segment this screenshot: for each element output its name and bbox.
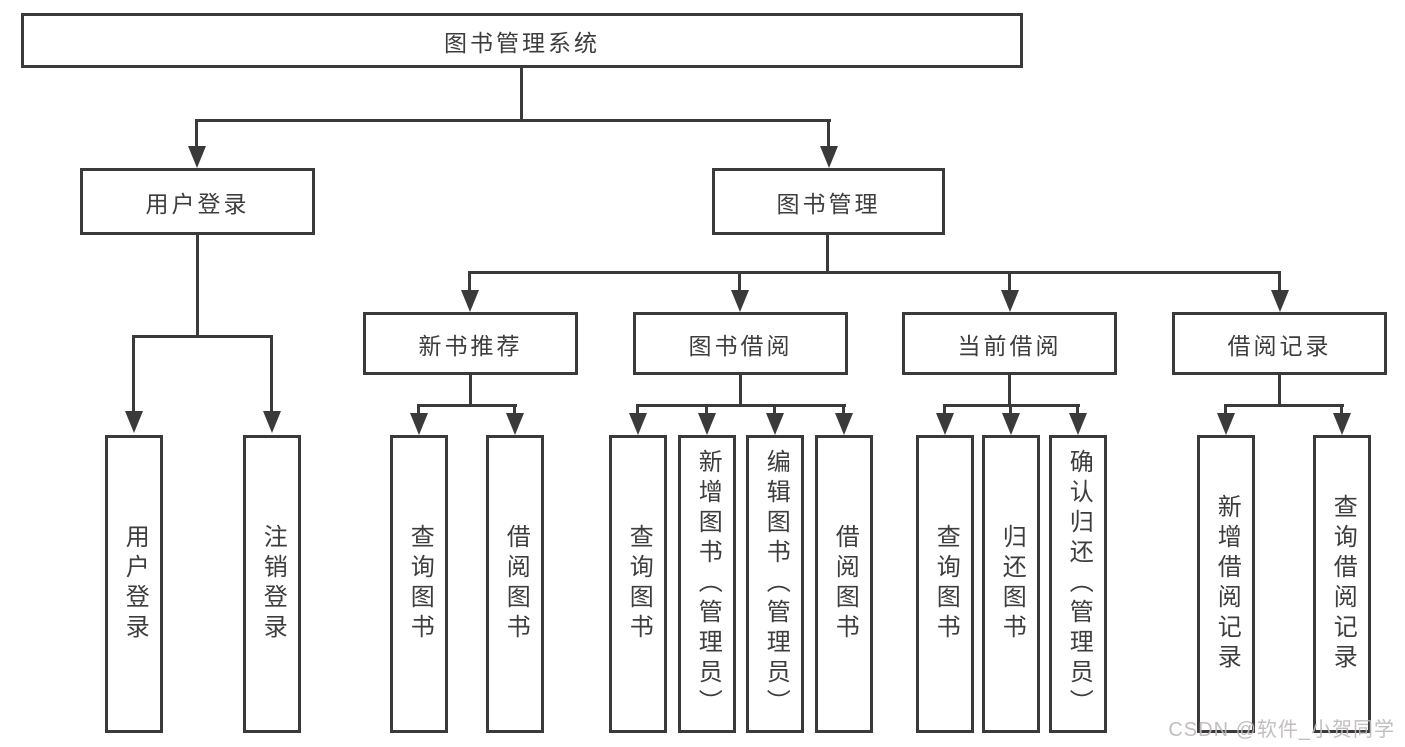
connector-line [826,235,829,274]
connector-line [1009,404,1012,415]
node-label: 图书管理 [776,190,881,217]
arrow-down-icon [835,413,853,435]
leaf-borrow-books-recommend: 借阅图书 [486,435,544,733]
leaf-return-books: 归还图书 [982,435,1040,733]
node-label: 图书借阅 [688,332,793,359]
leaf-label: 查询图书 [625,524,653,644]
connector-line [132,335,273,338]
arrow-down-icon [766,413,784,435]
leaf-label: 新增图书（管理员） [694,449,722,719]
leaf-search-borrow-record: 查询借阅记录 [1313,435,1371,733]
connector-line [132,335,135,413]
connector-line [1278,271,1281,292]
leaf-label: 用户登录 [121,524,149,644]
leaf-search-books-current: 查询图书 [916,435,974,733]
arrow-down-icon [1001,290,1019,312]
connector-line [842,404,845,415]
connector-line [468,271,471,292]
connector-line [417,404,517,407]
leaf-label: 借阅图书 [502,524,530,644]
leaf-label: 借阅图书 [831,524,859,644]
leaf-search-books-borrowing: 查询图书 [609,435,667,733]
node-label: 用户登录 [145,190,250,217]
arrow-down-icon [125,411,143,433]
leaf-label: 查询图书 [406,524,434,644]
connector-line [520,68,523,122]
connector-line [1278,375,1281,407]
connector-line [270,335,273,413]
connector-line [943,404,946,415]
leaf-label: 新增借阅记录 [1213,494,1241,674]
connector-line [738,271,741,292]
leaf-add-book-admin: 新增图书（管理员） [678,435,736,733]
leaf-edit-book-admin: 编辑图书（管理员） [746,435,804,733]
connector-line [195,119,198,148]
connector-line [196,235,199,338]
connector-line [636,404,639,415]
arrow-down-icon [506,413,524,435]
leaf-logout: 注销登录 [243,435,301,733]
leaf-add-borrow-record: 新增借阅记录 [1197,435,1255,733]
arrow-down-icon [1002,413,1020,435]
connector-line [1076,404,1079,415]
connector-line [513,404,516,415]
arrow-down-icon [1333,413,1351,435]
connector-line [705,404,708,415]
arrow-down-icon [1069,413,1087,435]
leaf-label: 编辑图书（管理员） [762,449,790,719]
node-book-borrowing: 图书借阅 [633,312,848,375]
arrow-down-icon [461,290,479,312]
node-book-management: 图书管理 [712,168,945,235]
arrow-down-icon [263,411,281,433]
leaf-label: 确认归还（管理员） [1065,449,1093,719]
node-current-borrowing: 当前借阅 [902,312,1117,375]
connector-line [417,404,420,415]
connector-line [1340,404,1343,415]
node-label: 当前借阅 [957,332,1062,359]
connector-line [739,375,742,407]
node-label: 借阅记录 [1227,332,1332,359]
connector-line [1008,271,1011,292]
connector-line [195,119,831,122]
connector-line [469,375,472,407]
connector-line [1008,375,1011,407]
arrow-down-icon [1217,413,1235,435]
watermark: CSDN @软件_小贺同学 [1168,719,1395,741]
node-label: 图书管理系统 [444,29,600,56]
node-user-login: 用户登录 [80,168,315,235]
leaf-label: 注销登录 [259,524,287,644]
leaf-borrow-books-borrowing: 借阅图书 [815,435,873,733]
leaf-confirm-return-admin: 确认归还（管理员） [1049,435,1107,733]
leaf-user-login: 用户登录 [105,435,163,733]
arrow-down-icon [698,413,716,435]
connector-line [827,119,830,148]
leaf-search-books-recommend: 查询图书 [390,435,448,733]
arrow-down-icon [820,146,838,168]
arrow-down-icon [188,146,206,168]
leaf-label: 归还图书 [998,524,1026,644]
connector-line [1224,404,1344,407]
arrow-down-icon [410,413,428,435]
arrow-down-icon [731,290,749,312]
connector-line [468,271,1281,274]
arrow-down-icon [629,413,647,435]
node-borrowing-records: 借阅记录 [1172,312,1387,375]
arrow-down-icon [1271,290,1289,312]
leaf-label: 查询图书 [932,524,960,644]
connector-line [773,404,776,415]
arrow-down-icon [936,413,954,435]
node-label: 新书推荐 [418,332,523,359]
node-new-book-recommend: 新书推荐 [363,312,578,375]
connector-line [636,404,846,407]
leaf-label: 查询借阅记录 [1329,494,1357,674]
connector-line [1224,404,1227,415]
node-library-management-system: 图书管理系统 [21,13,1023,68]
